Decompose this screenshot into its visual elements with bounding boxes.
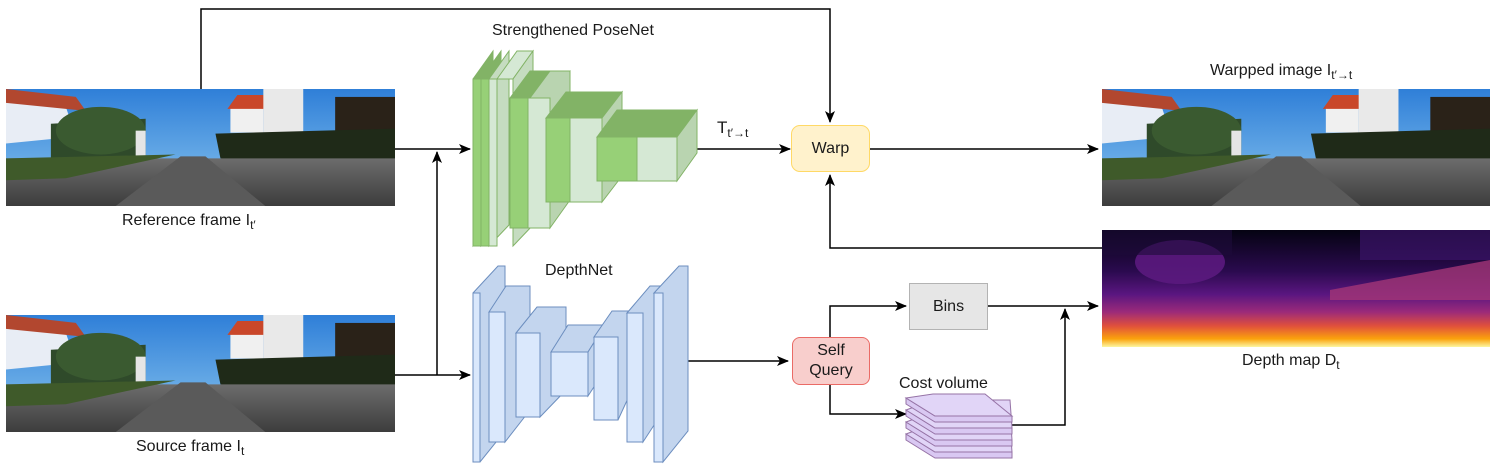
cost-volume-label: Cost volume [899, 375, 988, 392]
reference-frame-label: Reference frame It′ [122, 212, 256, 232]
pose-transform-label: Tt′→t [717, 118, 749, 140]
edge-reference-to-warp [200, 8, 835, 123]
self-query-block: Self Query [792, 337, 870, 385]
warped-image [1102, 89, 1490, 206]
connectors [200, 8, 1102, 426]
edge-depth-to-warp [825, 174, 1102, 249]
source-frame-label: Source frame It [136, 438, 245, 458]
source-frame-image [6, 315, 395, 432]
edge-selfquery-to-costvolume [829, 385, 907, 419]
bins-block: Bins [909, 283, 988, 330]
posenet-network [472, 49, 698, 248]
edge-costvolume-to-depth [1012, 308, 1070, 426]
warp-block: Warp [791, 125, 870, 172]
depth-map-label: Depth map Dt [1242, 352, 1340, 372]
depthnet-network [472, 265, 689, 464]
depthnet-label: DepthNet [545, 262, 613, 279]
reference-frame-image [6, 89, 395, 206]
posenet-label: Strengthened PoseNet [492, 22, 654, 39]
cost-volume-stack [904, 393, 1014, 459]
depth-map-image [1102, 230, 1490, 347]
edge-selfquery-to-bins [829, 301, 907, 337]
warped-image-label: Warpped image It′→t [1210, 62, 1353, 82]
